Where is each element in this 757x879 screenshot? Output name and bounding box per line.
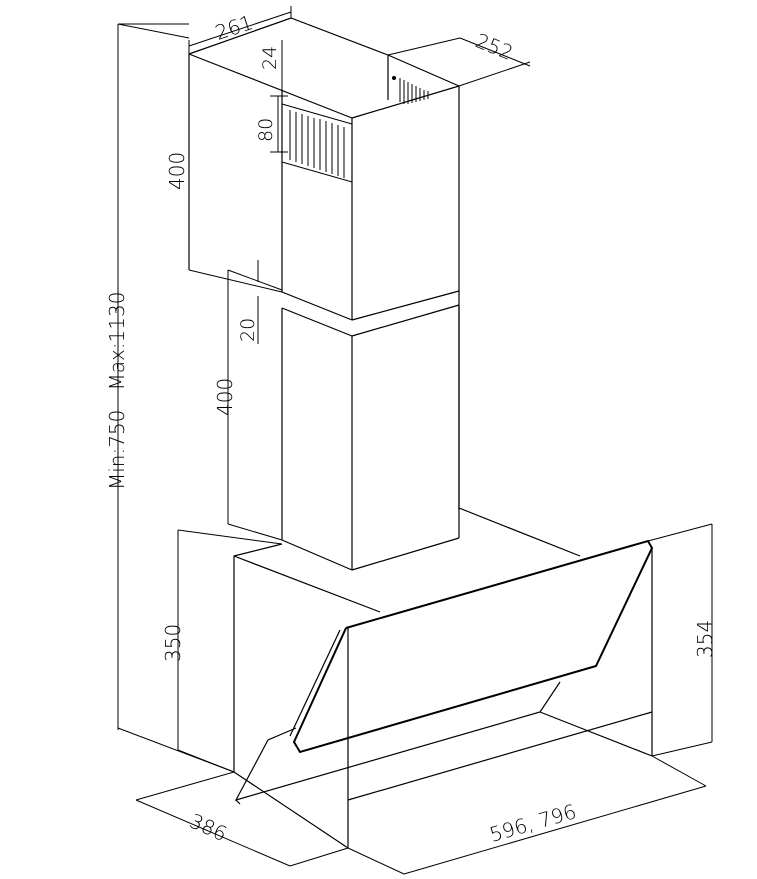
dim-top-depth: 261 [212, 10, 256, 45]
rear-vent-grille [392, 76, 429, 104]
dim-upper-chimney-height: 400 [165, 152, 189, 190]
dim-gap-top: 24 [259, 46, 281, 70]
lower-chimney [281, 305, 460, 571]
front-vent-grille [281, 103, 353, 183]
dim-base-height: 350 [161, 624, 185, 662]
dimension-lines [117, 6, 713, 875]
dim-total-height: Min:750 Max:1130 [105, 292, 129, 490]
upper-chimney [188, 17, 460, 510]
dim-glass-height: 354 [693, 620, 717, 658]
dim-base-depth: 386 [186, 809, 231, 846]
dim-lower-chimney-height: 400 [213, 378, 237, 416]
dim-vent-height: 80 [255, 118, 277, 142]
dim-base-width: 596, 796 [487, 799, 579, 847]
dim-overlap: 20 [237, 318, 259, 342]
hood-body [233, 507, 653, 849]
dim-top-width: 252 [472, 28, 516, 65]
